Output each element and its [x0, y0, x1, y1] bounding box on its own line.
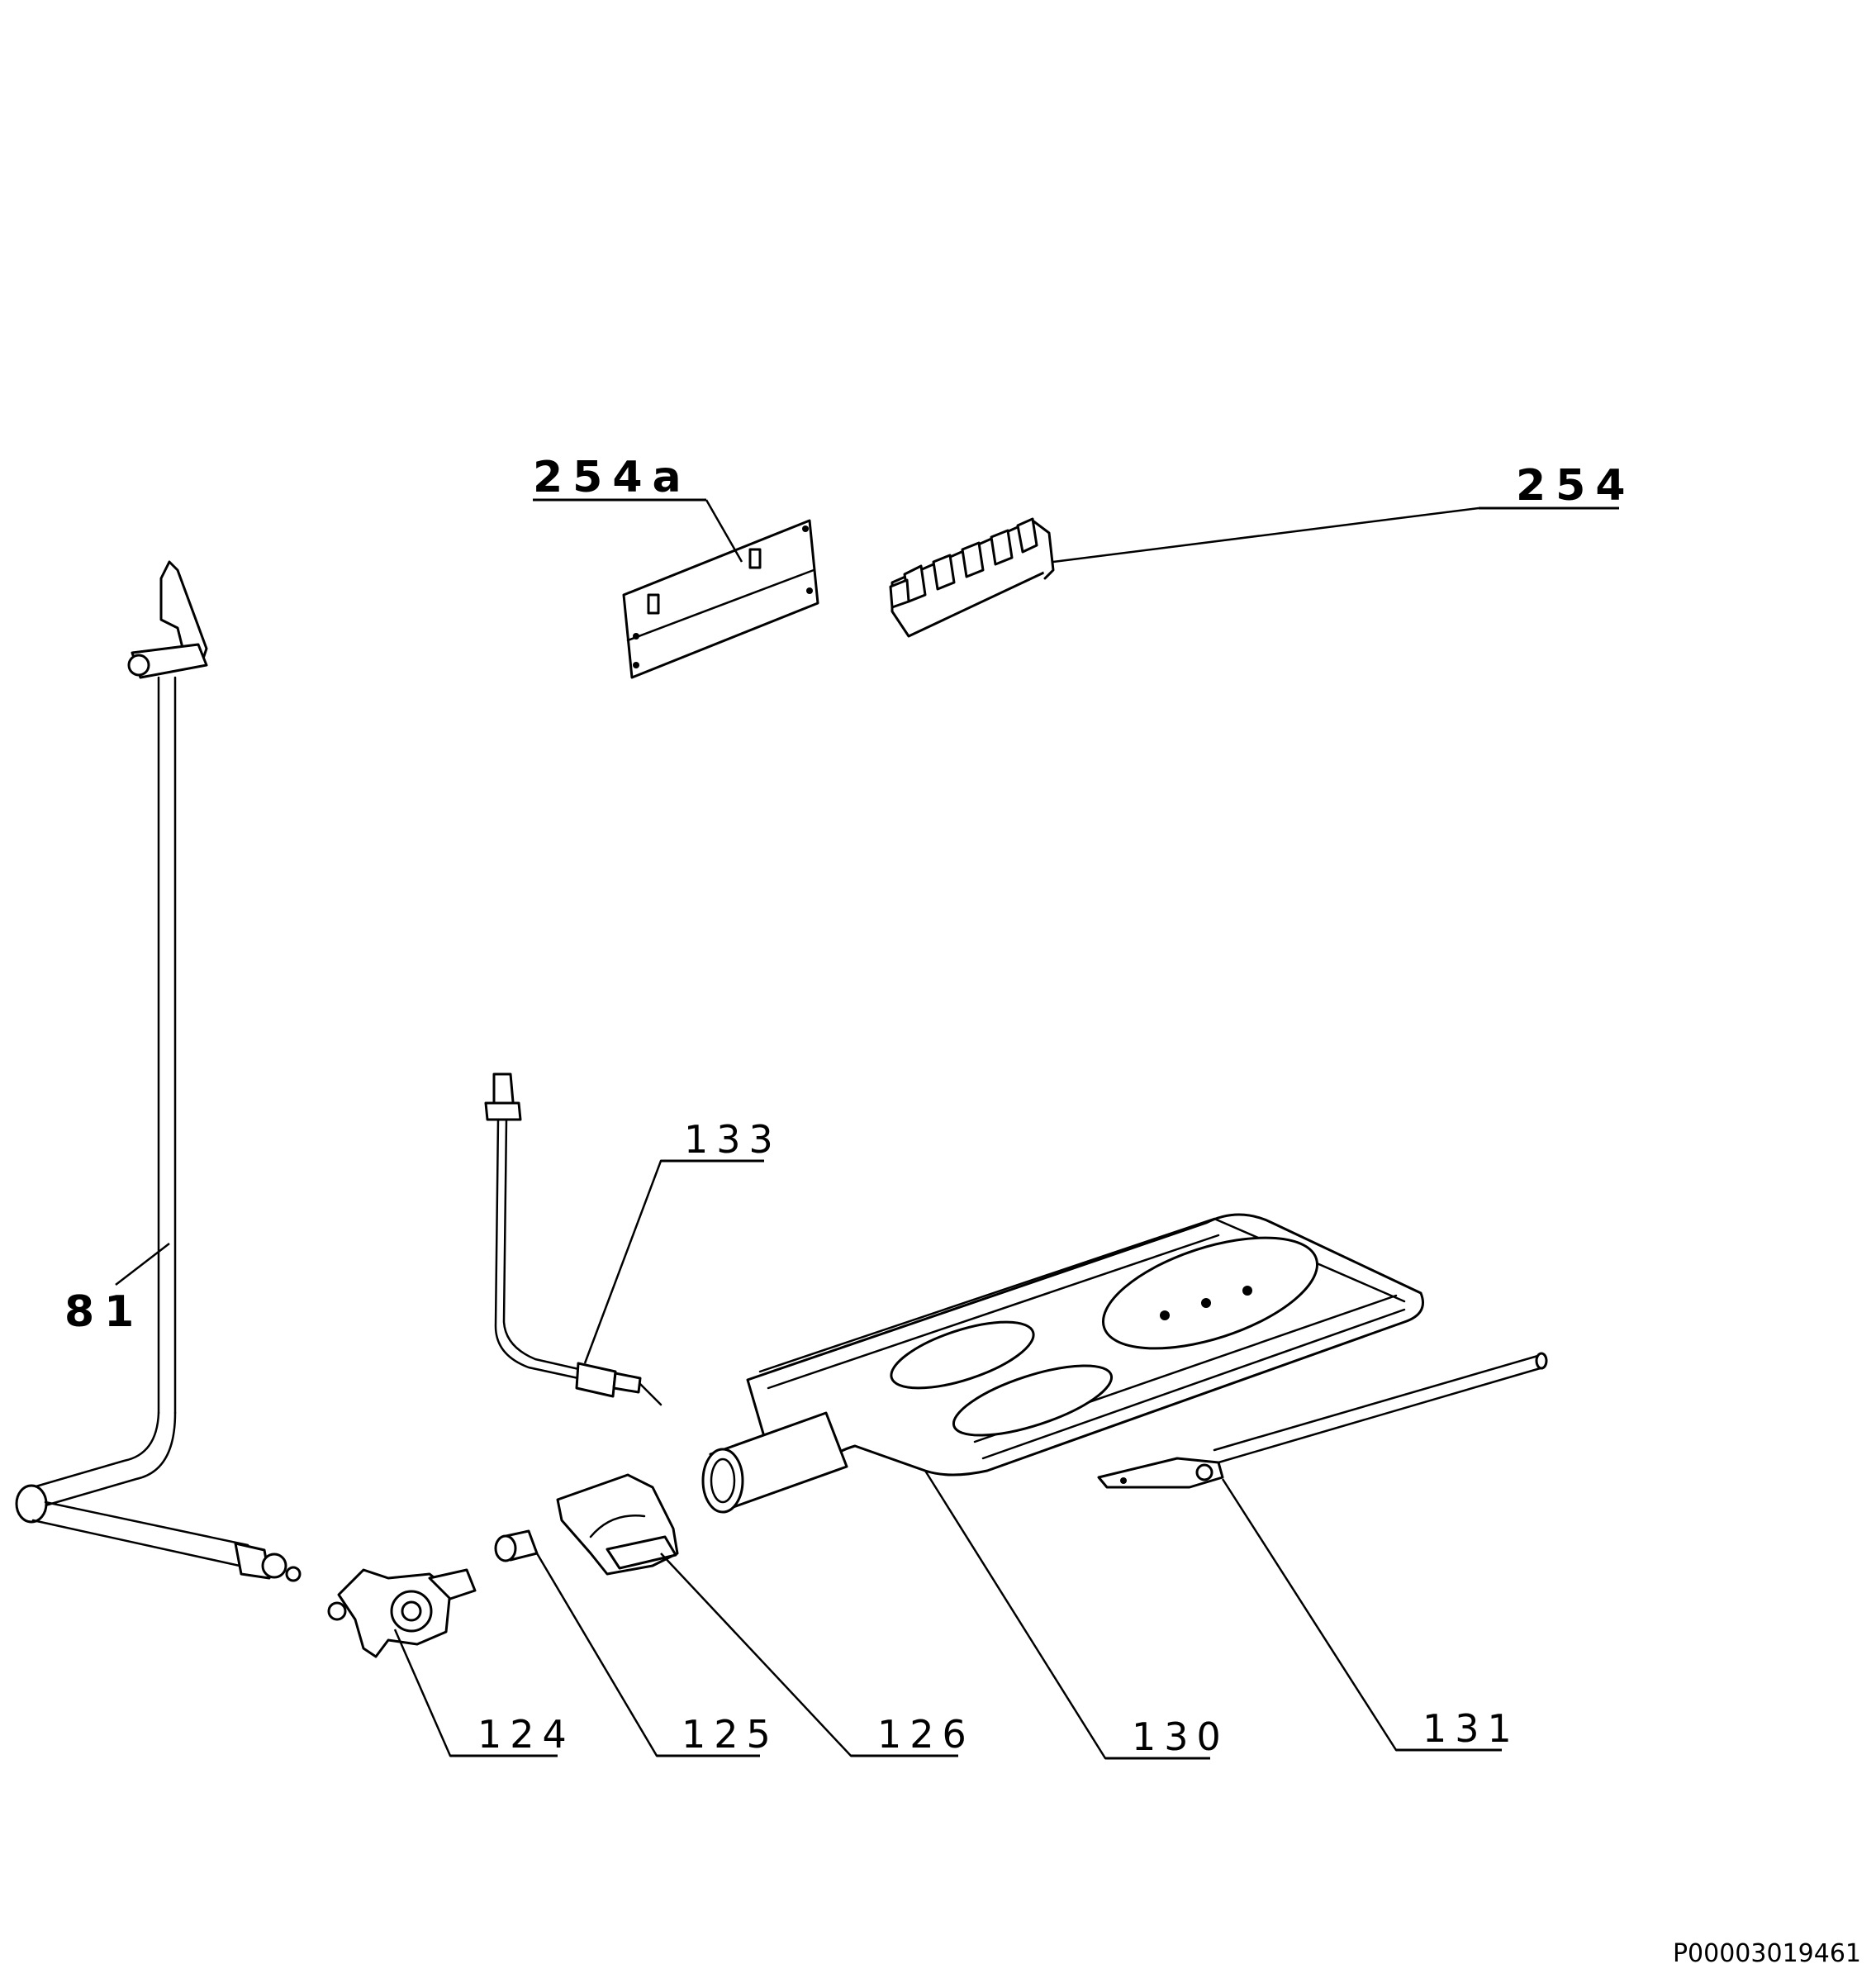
- callout-124-label: 124: [477, 1712, 575, 1757]
- part-131-rod-bracket: [1097, 1352, 1548, 1752]
- part-124-valve-body: [327, 1568, 558, 1757]
- callout-133: 133: [661, 1117, 781, 1163]
- callout-131: 131: [1396, 1706, 1520, 1752]
- part-254a-plate: [622, 499, 819, 679]
- callout-125: 125: [657, 1712, 779, 1757]
- callout-254-label: 254: [1516, 461, 1636, 511]
- part-126-air-shutter: [556, 1473, 958, 1757]
- part-133-electrode: [484, 1072, 764, 1406]
- callout-130: 130: [1105, 1714, 1229, 1760]
- callout-131-label: 131: [1422, 1706, 1520, 1751]
- callout-81-label: 81: [64, 1287, 144, 1337]
- callout-254a-label: 254a: [533, 453, 691, 502]
- part-254-ignition-module: [889, 506, 1479, 638]
- document-id: P00003019461: [1672, 1939, 1861, 1968]
- callout-81: 81: [64, 1287, 144, 1337]
- callout-254: 254: [1479, 461, 1636, 511]
- callout-130-label: 130: [1132, 1714, 1229, 1759]
- callout-126: 126: [851, 1712, 975, 1757]
- part-130-burner: [701, 1213, 1424, 1760]
- callout-126-label: 126: [877, 1712, 975, 1757]
- callout-133-label: 133: [684, 1117, 781, 1162]
- callout-124: 124: [450, 1712, 575, 1757]
- part-81-gas-pipe: [15, 560, 302, 1582]
- callout-254a: 254a: [533, 453, 706, 502]
- callout-125-label: 125: [682, 1712, 779, 1757]
